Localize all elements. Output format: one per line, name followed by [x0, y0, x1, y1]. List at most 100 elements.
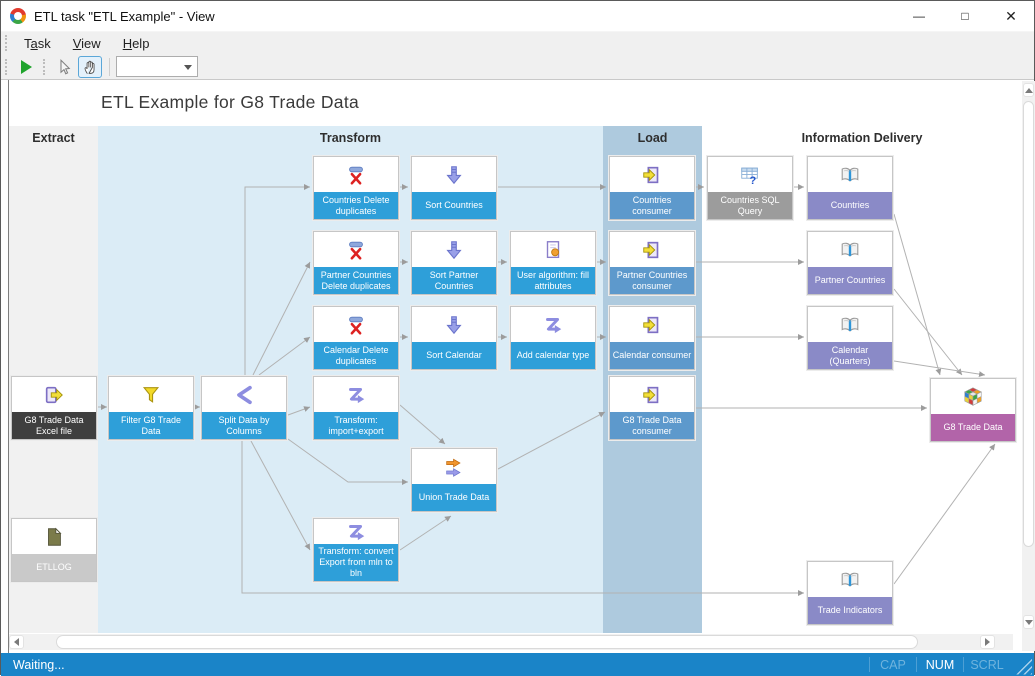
node-partner-consumer[interactable]: Partner Countries consumer — [609, 231, 695, 295]
union-icon — [412, 449, 496, 484]
door-import-icon — [610, 377, 694, 412]
window-title: ETL task "ETL Example" - View — [34, 8, 215, 24]
node-label-sort-calendar: Sort Calendar — [412, 342, 496, 369]
sort-icon — [412, 232, 496, 267]
node-calendar-consumer[interactable]: Calendar consumer — [609, 306, 695, 370]
node-excel-file[interactable]: G8 Trade Data Excel file — [11, 376, 97, 440]
menu-task-post: sk — [37, 35, 51, 51]
toolbar-grip-2[interactable] — [43, 58, 47, 75]
node-split[interactable]: Split Data by Columns — [201, 376, 287, 440]
node-sort-countries[interactable]: Sort Countries — [411, 156, 497, 220]
run-button[interactable] — [14, 56, 38, 78]
node-label-countries-book: Countries — [808, 192, 892, 219]
node-etllog[interactable]: ETLLOG — [11, 518, 97, 582]
toolbar-grip-1[interactable] — [5, 58, 9, 75]
node-label-calendar-consumer: Calendar consumer — [610, 342, 694, 369]
scroll-up-button[interactable] — [1023, 83, 1034, 97]
maximize-button[interactable]: □ — [961, 9, 969, 23]
node-add-calendar[interactable]: Add calendar type — [510, 306, 596, 370]
status-separator — [916, 657, 917, 672]
scroll-left-button[interactable] — [9, 635, 24, 649]
horizontal-scroll-thumb[interactable] — [56, 635, 918, 649]
node-label-partner-book: Partner Countries — [808, 267, 892, 294]
menubar-grip[interactable] — [5, 35, 9, 51]
node-import-export[interactable]: Transform: import+export — [313, 376, 399, 440]
hand-tool-button[interactable] — [78, 55, 102, 78]
node-user-algo[interactable]: User algorithm: fill attributes — [510, 231, 596, 295]
book-icon — [808, 307, 892, 342]
scroll-down-button[interactable] — [1023, 615, 1034, 629]
node-g8-cube[interactable]: G8 Trade Data — [930, 378, 1016, 442]
node-label-filter: Filter G8 Trade Data — [109, 412, 193, 439]
node-label-union: Union Trade Data — [412, 484, 496, 511]
triangle-left-icon — [14, 638, 19, 646]
toolbar-separator — [109, 57, 110, 76]
lane-label-load: Load — [637, 131, 668, 145]
diagram-title: ETL Example for G8 Trade Data — [101, 92, 360, 112]
zoom-combo[interactable] — [116, 56, 198, 77]
zoom-combo-input[interactable] — [120, 58, 180, 75]
node-calendar-book[interactable]: Calendar (Quarters) — [807, 306, 893, 370]
book-icon — [808, 562, 892, 597]
node-filter[interactable]: Filter G8 Trade Data — [108, 376, 194, 440]
close-button[interactable]: ✕ — [1005, 7, 1017, 24]
node-calendar-delete[interactable]: Calendar Delete duplicates — [313, 306, 399, 370]
node-label-excel-file: G8 Trade Data Excel file — [12, 412, 96, 439]
node-label-partner-consumer: Partner Countries consumer — [610, 267, 694, 294]
node-label-calendar-book: Calendar (Quarters) — [808, 342, 892, 369]
book-icon — [808, 157, 892, 192]
transform-icon — [314, 519, 398, 544]
pointer-tool-button[interactable] — [52, 56, 76, 78]
node-countries-sql[interactable]: ?Countries SQL Query — [707, 156, 793, 220]
sql-icon: ? — [708, 157, 792, 192]
node-sort-calendar[interactable]: Sort Calendar — [411, 306, 497, 370]
transform-icon — [511, 307, 595, 342]
status-separator — [963, 657, 964, 672]
lane-label-delivery: Information Delivery — [801, 131, 923, 145]
horizontal-scrollbar — [9, 634, 1013, 650]
menu-view[interactable]: View — [62, 34, 112, 53]
pointer-icon — [60, 58, 71, 74]
cube-icon — [931, 379, 1015, 414]
node-g8-consumer[interactable]: G8 Trade Data consumer — [609, 376, 695, 440]
door-import-icon — [610, 307, 694, 342]
status-bar: Waiting... CAP NUM SCRL — [1, 653, 1034, 676]
node-union[interactable]: Union Trade Data — [411, 448, 497, 512]
node-countries-delete[interactable]: Countries Delete duplicates — [313, 156, 399, 220]
menu-help-accel: H — [122, 35, 133, 51]
num-lock-indicator: NUM — [925, 657, 955, 672]
menu-help[interactable]: Help — [112, 34, 161, 53]
node-label-import-export: Transform: import+export — [314, 412, 398, 439]
delete-dup-icon — [314, 307, 398, 342]
minimize-button[interactable]: — — [913, 9, 925, 23]
door-import-icon — [610, 232, 694, 267]
chevron-down-icon — [184, 65, 192, 70]
menu-task[interactable]: Task — [13, 34, 62, 53]
triangle-right-icon — [985, 638, 990, 646]
node-label-partner-delete: Partner Countries Delete duplicates — [314, 267, 398, 294]
transform-icon — [314, 377, 398, 412]
menu-task-pre: T — [24, 35, 31, 51]
scroll-right-button[interactable] — [980, 635, 995, 649]
node-label-add-calendar: Add calendar type — [511, 342, 595, 369]
file-export-icon — [12, 377, 96, 412]
node-label-sort-partner: Sort Partner Countries — [412, 267, 496, 294]
menu-view-post: iew — [81, 35, 101, 51]
log-icon — [12, 519, 96, 554]
node-countries-book[interactable]: Countries — [807, 156, 893, 220]
node-label-g8-cube: G8 Trade Data — [931, 414, 1015, 441]
node-trade-indicators[interactable]: Trade Indicators — [807, 561, 893, 625]
node-partner-delete[interactable]: Partner Countries Delete duplicates — [313, 231, 399, 295]
triangle-up-icon — [1024, 87, 1033, 93]
node-countries-consumer[interactable]: Countries consumer — [609, 156, 695, 220]
user-algo-icon — [511, 232, 595, 267]
vertical-scroll-thumb[interactable] — [1023, 101, 1034, 547]
node-label-trade-indicators: Trade Indicators — [808, 597, 892, 624]
node-sort-partner[interactable]: Sort Partner Countries — [411, 231, 497, 295]
status-message: Waiting... — [13, 657, 65, 672]
sort-icon — [412, 157, 496, 192]
node-label-countries-sql: Countries SQL Query — [708, 192, 792, 219]
resize-grip[interactable] — [1016, 658, 1032, 675]
node-convert[interactable]: Transform: convert Export from mln to bl… — [313, 518, 399, 582]
node-partner-book[interactable]: Partner Countries — [807, 231, 893, 295]
